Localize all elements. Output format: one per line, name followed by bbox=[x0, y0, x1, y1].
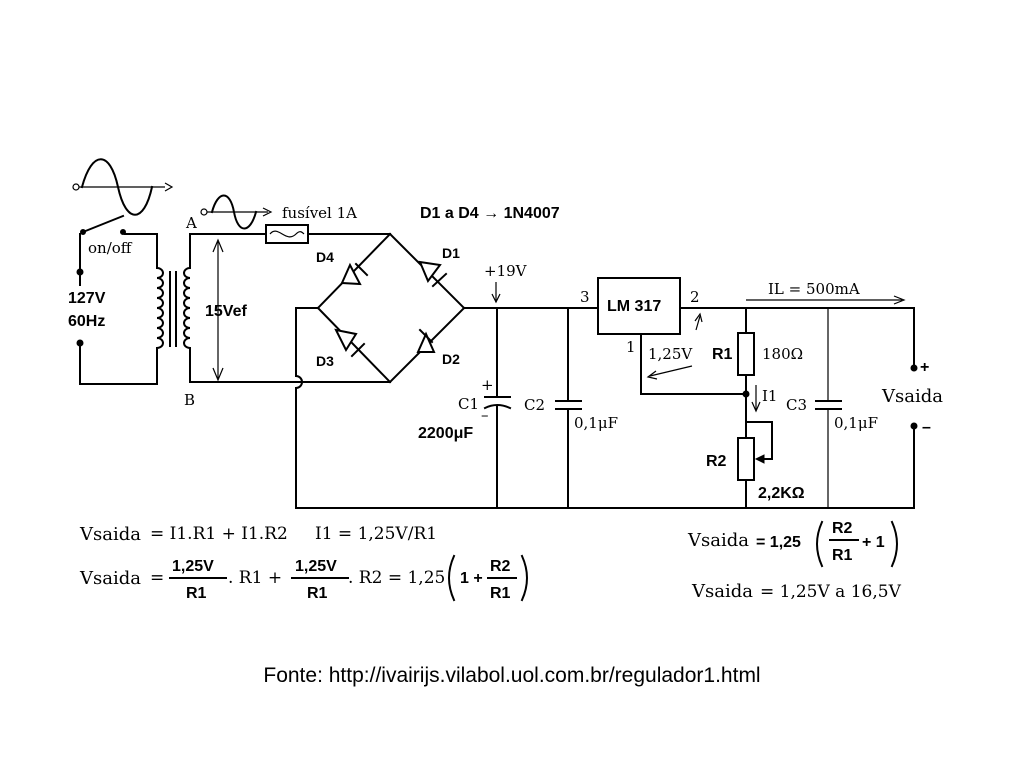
load-current-indicator: IL = 500mA bbox=[746, 280, 906, 305]
eq-i1: I1 = 1,25V/R1 bbox=[315, 524, 437, 544]
regulator-label: LM 317 bbox=[607, 298, 661, 315]
i1-indicator: I1 bbox=[751, 385, 777, 413]
node-b-label: B bbox=[184, 391, 195, 409]
eq2-paren-one: 1 + bbox=[460, 570, 483, 587]
eq2-lhs: Vsaida bbox=[79, 568, 141, 589]
input-sine-wave bbox=[72, 158, 174, 216]
secondary-sine-wave bbox=[200, 194, 273, 230]
r1-value: 180Ω bbox=[762, 345, 803, 363]
diode-d2 bbox=[416, 328, 436, 353]
diode-d3 bbox=[334, 328, 366, 358]
eq2-term-r1: . R1 + bbox=[228, 568, 282, 588]
eq3-r1: R1 bbox=[832, 547, 853, 564]
i1-label: I1 bbox=[762, 387, 777, 405]
c3-value: 0,1μF bbox=[834, 414, 878, 432]
d2-label: D2 bbox=[442, 351, 460, 367]
positive-rail: +19V bbox=[463, 262, 599, 309]
eq4-rhs: = 1,25V a 16,5V bbox=[760, 582, 902, 602]
bridge-wiring bbox=[189, 307, 915, 509]
fuse-label: fusível 1A bbox=[282, 204, 357, 222]
potentiometer-r2: R2 2,2KΩ bbox=[706, 421, 805, 509]
capacitor-c1: + – C1 2200μF bbox=[418, 307, 512, 509]
c2-label: C2 bbox=[524, 396, 545, 414]
regulator-lm317: LM 317 3 2 1 1,25V bbox=[580, 277, 915, 395]
rail-voltage: +19V bbox=[484, 262, 528, 280]
primary-circuit: 127V 60Hz bbox=[68, 233, 158, 385]
eq2-term-r2: . R2 = 1,25 bbox=[348, 568, 445, 588]
r2-label: R2 bbox=[706, 453, 727, 470]
mains-frequency: 60Hz bbox=[68, 313, 105, 330]
svg-text:=: = bbox=[150, 568, 164, 588]
power-switch: on/off bbox=[80, 214, 145, 258]
node-a-label: A bbox=[185, 214, 197, 232]
output-terminals: + – Vsaida bbox=[881, 307, 943, 509]
c1-value: 2200μF bbox=[418, 425, 473, 442]
eq3-lhs: Vsaida bbox=[687, 530, 749, 551]
eq3-plus-one: + 1 bbox=[862, 534, 885, 551]
c2-value: 0,1μF bbox=[574, 414, 618, 432]
equations-left: Vsaida = I1.R1 + I1.R2 I1 = 1,25V/R1 Vsa… bbox=[79, 524, 528, 602]
secondary-voltage: 15Vef bbox=[205, 303, 247, 320]
transformer bbox=[155, 233, 192, 383]
pin3-label: 3 bbox=[580, 288, 590, 306]
c3-label: C3 bbox=[786, 396, 807, 414]
diode-d1 bbox=[418, 260, 448, 288]
pin1-label: 1 bbox=[626, 338, 636, 356]
eq2-frac2-num: 1,25V bbox=[295, 558, 337, 575]
c1-label: C1 bbox=[458, 395, 479, 413]
eq2-r2: R2 bbox=[490, 558, 511, 575]
c1-minus: – bbox=[481, 406, 489, 424]
diode-d4 bbox=[340, 262, 369, 286]
r2-value: 2,2KΩ bbox=[758, 485, 805, 502]
switch-label: on/off bbox=[88, 239, 133, 257]
eq1-rhs: = I1.R1 + I1.R2 bbox=[150, 524, 288, 544]
d1-label: D1 bbox=[442, 245, 460, 261]
eq2-frac1-num: 1,25V bbox=[172, 558, 214, 575]
d3-label: D3 bbox=[316, 353, 334, 369]
source-caption: Fonte: http://ivairijs.vilabol.uol.com.b… bbox=[263, 664, 761, 687]
load-current: IL = 500mA bbox=[768, 280, 860, 298]
capacitor-c3: C3 0,1μF bbox=[786, 308, 878, 508]
bridge-rectifier: D4 D1 D3 D2 bbox=[316, 232, 466, 384]
fuse: fusível 1A bbox=[189, 204, 391, 244]
output-voltage-label: Vsaida bbox=[881, 386, 943, 407]
eq2-r1: R1 bbox=[490, 585, 511, 602]
eq2-frac2-den: R1 bbox=[307, 585, 328, 602]
c1-plus: + bbox=[481, 376, 494, 394]
output-minus: – bbox=[922, 419, 931, 436]
mains-voltage: 127V bbox=[68, 290, 106, 307]
output-plus: + bbox=[920, 359, 929, 376]
eq2-frac1-den: R1 bbox=[186, 585, 207, 602]
eq3-r2: R2 bbox=[832, 520, 853, 537]
equations-right: Vsaida = 1,25 R2 R1 + 1 Vsaida = 1,25V a… bbox=[687, 520, 902, 602]
ref-voltage: 1,25V bbox=[648, 345, 693, 363]
capacitor-c2: C2 0,1μF bbox=[524, 307, 618, 509]
eq3-mid: = 1,25 bbox=[756, 534, 801, 551]
eq1-lhs: Vsaida bbox=[79, 524, 141, 545]
pin2-label: 2 bbox=[690, 288, 700, 306]
secondary-voltage-indicator: 15Vef A B bbox=[184, 214, 247, 409]
eq4-lhs: Vsaida bbox=[691, 581, 753, 602]
resistor-r1: R1 180Ω bbox=[712, 307, 803, 429]
r1-label: R1 bbox=[712, 346, 733, 363]
d4-label: D4 bbox=[316, 249, 334, 265]
diodes-note: D1 a D4 → 1N4007 bbox=[420, 205, 560, 222]
